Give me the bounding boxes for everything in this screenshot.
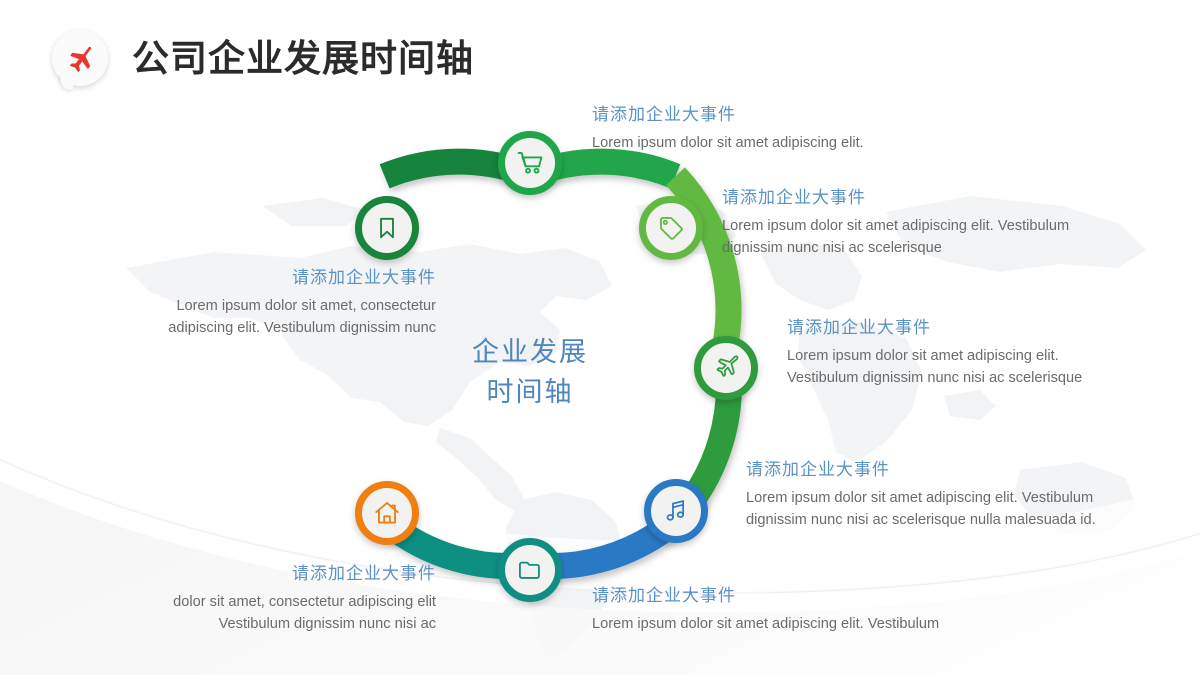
timeline-node-folder[interactable] bbox=[498, 538, 562, 602]
shopping-cart-icon bbox=[517, 152, 543, 174]
bookmark-icon bbox=[380, 217, 394, 239]
caption-block-4: 请添加企业大事件 Lorem ipsum dolor sit amet adip… bbox=[746, 459, 1146, 531]
caption-body: Lorem ipsum dolor sit amet adipiscing el… bbox=[787, 347, 1083, 387]
timeline-node-tag[interactable] bbox=[639, 196, 703, 260]
caption-block-3: 请添加企业大事件 Lorem ipsum dolor sit amet adip… bbox=[787, 317, 1117, 389]
caption-body: Lorem ipsum dolor sit amet, consectetur … bbox=[168, 297, 436, 337]
caption-title: 请添加企业大事件 bbox=[787, 318, 931, 338]
header: 公司企业发展时间轴 bbox=[52, 26, 474, 90]
caption-block-2: 请添加企业大事件 Lorem ipsum dolor sit amet adip… bbox=[722, 187, 1122, 259]
caption-title: 请添加企业大事件 bbox=[722, 188, 866, 208]
caption-block-7: 请添加企业大事件 Lorem ipsum dolor sit amet, con… bbox=[118, 267, 436, 339]
center-label-line1: 企业发展 bbox=[472, 337, 588, 368]
caption-block-1: 请添加企业大事件 Lorem ipsum dolor sit amet adip… bbox=[592, 104, 1012, 154]
caption-title: 请添加企业大事件 bbox=[592, 105, 736, 125]
airplane-icon bbox=[70, 46, 92, 72]
timeline-node-bookmark[interactable] bbox=[355, 196, 419, 260]
home-icon bbox=[375, 502, 399, 524]
caption-body: Lorem ipsum dolor sit amet adipiscing el… bbox=[746, 489, 1096, 529]
caption-title: 请添加企业大事件 bbox=[292, 564, 436, 584]
caption-title: 请添加企业大事件 bbox=[292, 268, 436, 288]
logo-badge bbox=[52, 30, 108, 90]
caption-block-6: 请添加企业大事件 dolor sit amet, consectetur adi… bbox=[128, 563, 436, 635]
timeline-node-airplane[interactable] bbox=[694, 336, 758, 400]
center-label-line2: 时间轴 bbox=[486, 376, 574, 408]
airplane-icon bbox=[716, 355, 739, 377]
timeline-node-cart[interactable] bbox=[498, 131, 562, 195]
caption-body: dolor sit amet, consectetur adipiscing e… bbox=[173, 593, 436, 633]
page-title: 公司企业发展时间轴 bbox=[132, 36, 474, 80]
caption-body: Lorem ipsum dolor sit amet adipiscing el… bbox=[592, 134, 864, 151]
caption-body: Lorem ipsum dolor sit amet adipiscing el… bbox=[722, 217, 1070, 257]
timeline-node-house[interactable] bbox=[355, 481, 419, 545]
caption-title: 请添加企业大事件 bbox=[592, 586, 736, 606]
caption-block-5: 请添加企业大事件 Lorem ipsum dolor sit amet adip… bbox=[592, 585, 1012, 635]
caption-body: Lorem ipsum dolor sit amet adipiscing el… bbox=[592, 615, 940, 632]
price-tag-icon bbox=[659, 216, 683, 240]
caption-title: 请添加企业大事件 bbox=[746, 460, 890, 480]
center-label: 企业发展 时间轴 bbox=[430, 333, 630, 413]
timeline-node-music[interactable] bbox=[644, 479, 708, 543]
arc-segment-3 bbox=[665, 167, 742, 350]
music-note-icon bbox=[666, 500, 685, 521]
folder-icon bbox=[518, 561, 540, 579]
